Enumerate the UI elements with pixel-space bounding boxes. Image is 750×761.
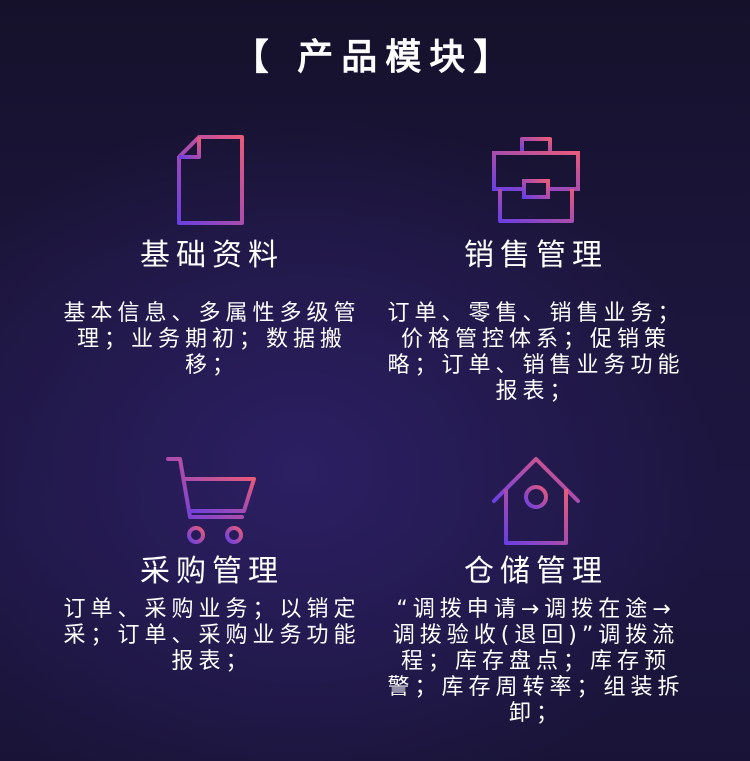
document-icon (177, 135, 244, 225)
module-description: 订单、采购业务；以销定采；订单、采购业务功能报表； (63, 597, 361, 674)
page-title: 【 产品模块】 (232, 37, 518, 78)
module-warehouse: 仓储管理 “调拨申请→调拨在途→调拨验收(退回)”调拨流程；库存盘点；库存预警；… (386, 455, 686, 727)
module-title: 销售管理 (464, 238, 608, 273)
module-basic-data: 基础资料 基本信息、多属性多级管理；业务期初；数据搬移； (62, 135, 362, 379)
shopping-cart-icon (166, 457, 256, 544)
module-title: 仓储管理 (464, 554, 608, 589)
module-purchasing: 采购管理 订单、采购业务；以销定采；订单、采购业务功能报表； (62, 455, 362, 675)
module-description: 订单、零售、销售业务；价格管控体系；促销策略；订单、销售业务功能报表； (387, 301, 685, 404)
module-description: “调拨申请→调拨在途→调拨验收(退回)”调拨流程；库存盘点；库存预警；库存周转率… (387, 597, 685, 726)
module-sales: 销售管理 订单、零售、销售业务；价格管控体系；促销策略；订单、销售业务功能报表； (386, 135, 686, 405)
module-title: 采购管理 (140, 554, 284, 589)
briefcase-icon (492, 137, 580, 223)
module-description: 基本信息、多属性多级管理；业务期初；数据搬移； (63, 301, 361, 378)
module-title: 基础资料 (140, 238, 284, 273)
house-icon (492, 457, 580, 545)
